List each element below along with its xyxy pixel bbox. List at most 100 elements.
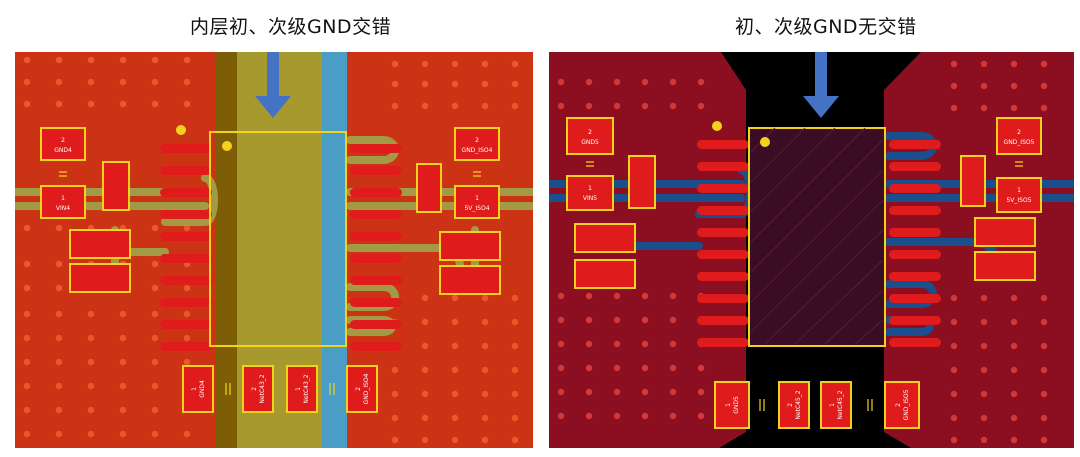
- ic-pin-pad: [889, 140, 941, 149]
- via: [950, 60, 958, 68]
- via: [183, 358, 191, 366]
- via: [585, 364, 593, 372]
- ic-pin-pad: [889, 338, 941, 347]
- via: [980, 294, 988, 302]
- via: [119, 358, 127, 366]
- via: [183, 334, 191, 342]
- via: [55, 224, 63, 232]
- via: [183, 310, 191, 318]
- via: [391, 102, 399, 110]
- via: [641, 364, 649, 372]
- via: [641, 340, 649, 348]
- ic-pin-pad: [350, 188, 402, 197]
- via: [1040, 60, 1048, 68]
- via: [151, 334, 159, 342]
- via: [151, 260, 159, 268]
- via: [23, 310, 31, 318]
- via: [87, 406, 95, 414]
- ic-pin-pad: [160, 254, 212, 263]
- via: [511, 342, 519, 350]
- via: [1010, 294, 1018, 302]
- via: [613, 292, 621, 300]
- via: [481, 342, 489, 350]
- ic-pin-pad: [350, 320, 402, 329]
- ic-pin-pad: [889, 272, 941, 281]
- via: [119, 334, 127, 342]
- via: [697, 364, 705, 372]
- via: [23, 78, 31, 86]
- ic-pin-pad: [697, 228, 749, 237]
- left-gnd-stripe: [215, 52, 237, 448]
- via: [980, 390, 988, 398]
- via: [1010, 390, 1018, 398]
- via: [511, 390, 519, 398]
- left-pad-number: 2: [475, 137, 479, 144]
- right-via-field: [557, 60, 1048, 444]
- via: [451, 318, 459, 326]
- ic-pin-pad: [350, 276, 402, 285]
- via: [119, 100, 127, 108]
- via: [55, 284, 63, 292]
- via: [55, 100, 63, 108]
- ic-pin-pad: [889, 250, 941, 259]
- right-pad-name: GND5: [581, 139, 599, 146]
- via: [55, 310, 63, 318]
- via: [511, 60, 519, 68]
- via: [451, 436, 459, 444]
- via: [421, 102, 429, 110]
- via: [613, 316, 621, 324]
- ic-pin-pad: [350, 144, 402, 153]
- right-pad-name: NetC45_2: [837, 390, 844, 419]
- via: [511, 294, 519, 302]
- via: [183, 100, 191, 108]
- via: [641, 102, 649, 110]
- ic-pin-pad: [889, 228, 941, 237]
- ic-pin-pad: [889, 184, 941, 193]
- via: [1040, 436, 1048, 444]
- via: [183, 78, 191, 86]
- via: [669, 412, 677, 420]
- via: [151, 100, 159, 108]
- via: [481, 366, 489, 374]
- ic-pin-pad: [160, 320, 212, 329]
- via: [950, 294, 958, 302]
- via: [87, 334, 95, 342]
- via: [481, 414, 489, 422]
- via: [511, 102, 519, 110]
- via: [151, 406, 159, 414]
- via: [391, 366, 399, 374]
- ic-pin-pad: [350, 210, 402, 219]
- via: [557, 292, 565, 300]
- via: [87, 430, 95, 438]
- right-pad-name: GND_ISO5: [1004, 139, 1035, 146]
- ic-pin-pad: [160, 276, 212, 285]
- right-ic-pin-pads: [697, 140, 941, 347]
- left-pin1-dot: [222, 141, 232, 151]
- via: [980, 104, 988, 112]
- via: [451, 102, 459, 110]
- right-pad-number: 1: [725, 403, 732, 407]
- via: [183, 284, 191, 292]
- via: [87, 78, 95, 86]
- via: [55, 334, 63, 342]
- via: [697, 412, 705, 420]
- via: [391, 414, 399, 422]
- via: [950, 390, 958, 398]
- via: [585, 102, 593, 110]
- ic-pin-pad: [350, 232, 402, 241]
- right-pad-number: 2: [1017, 129, 1021, 136]
- via: [151, 224, 159, 232]
- via: [613, 364, 621, 372]
- via: [119, 310, 127, 318]
- via: [1040, 82, 1048, 90]
- via: [641, 316, 649, 324]
- via: [669, 102, 677, 110]
- via: [1040, 366, 1048, 374]
- via: [980, 342, 988, 350]
- via: [1040, 318, 1048, 326]
- via: [119, 56, 127, 64]
- via: [1040, 294, 1048, 302]
- ic-pin-pad: [889, 206, 941, 215]
- via: [421, 80, 429, 88]
